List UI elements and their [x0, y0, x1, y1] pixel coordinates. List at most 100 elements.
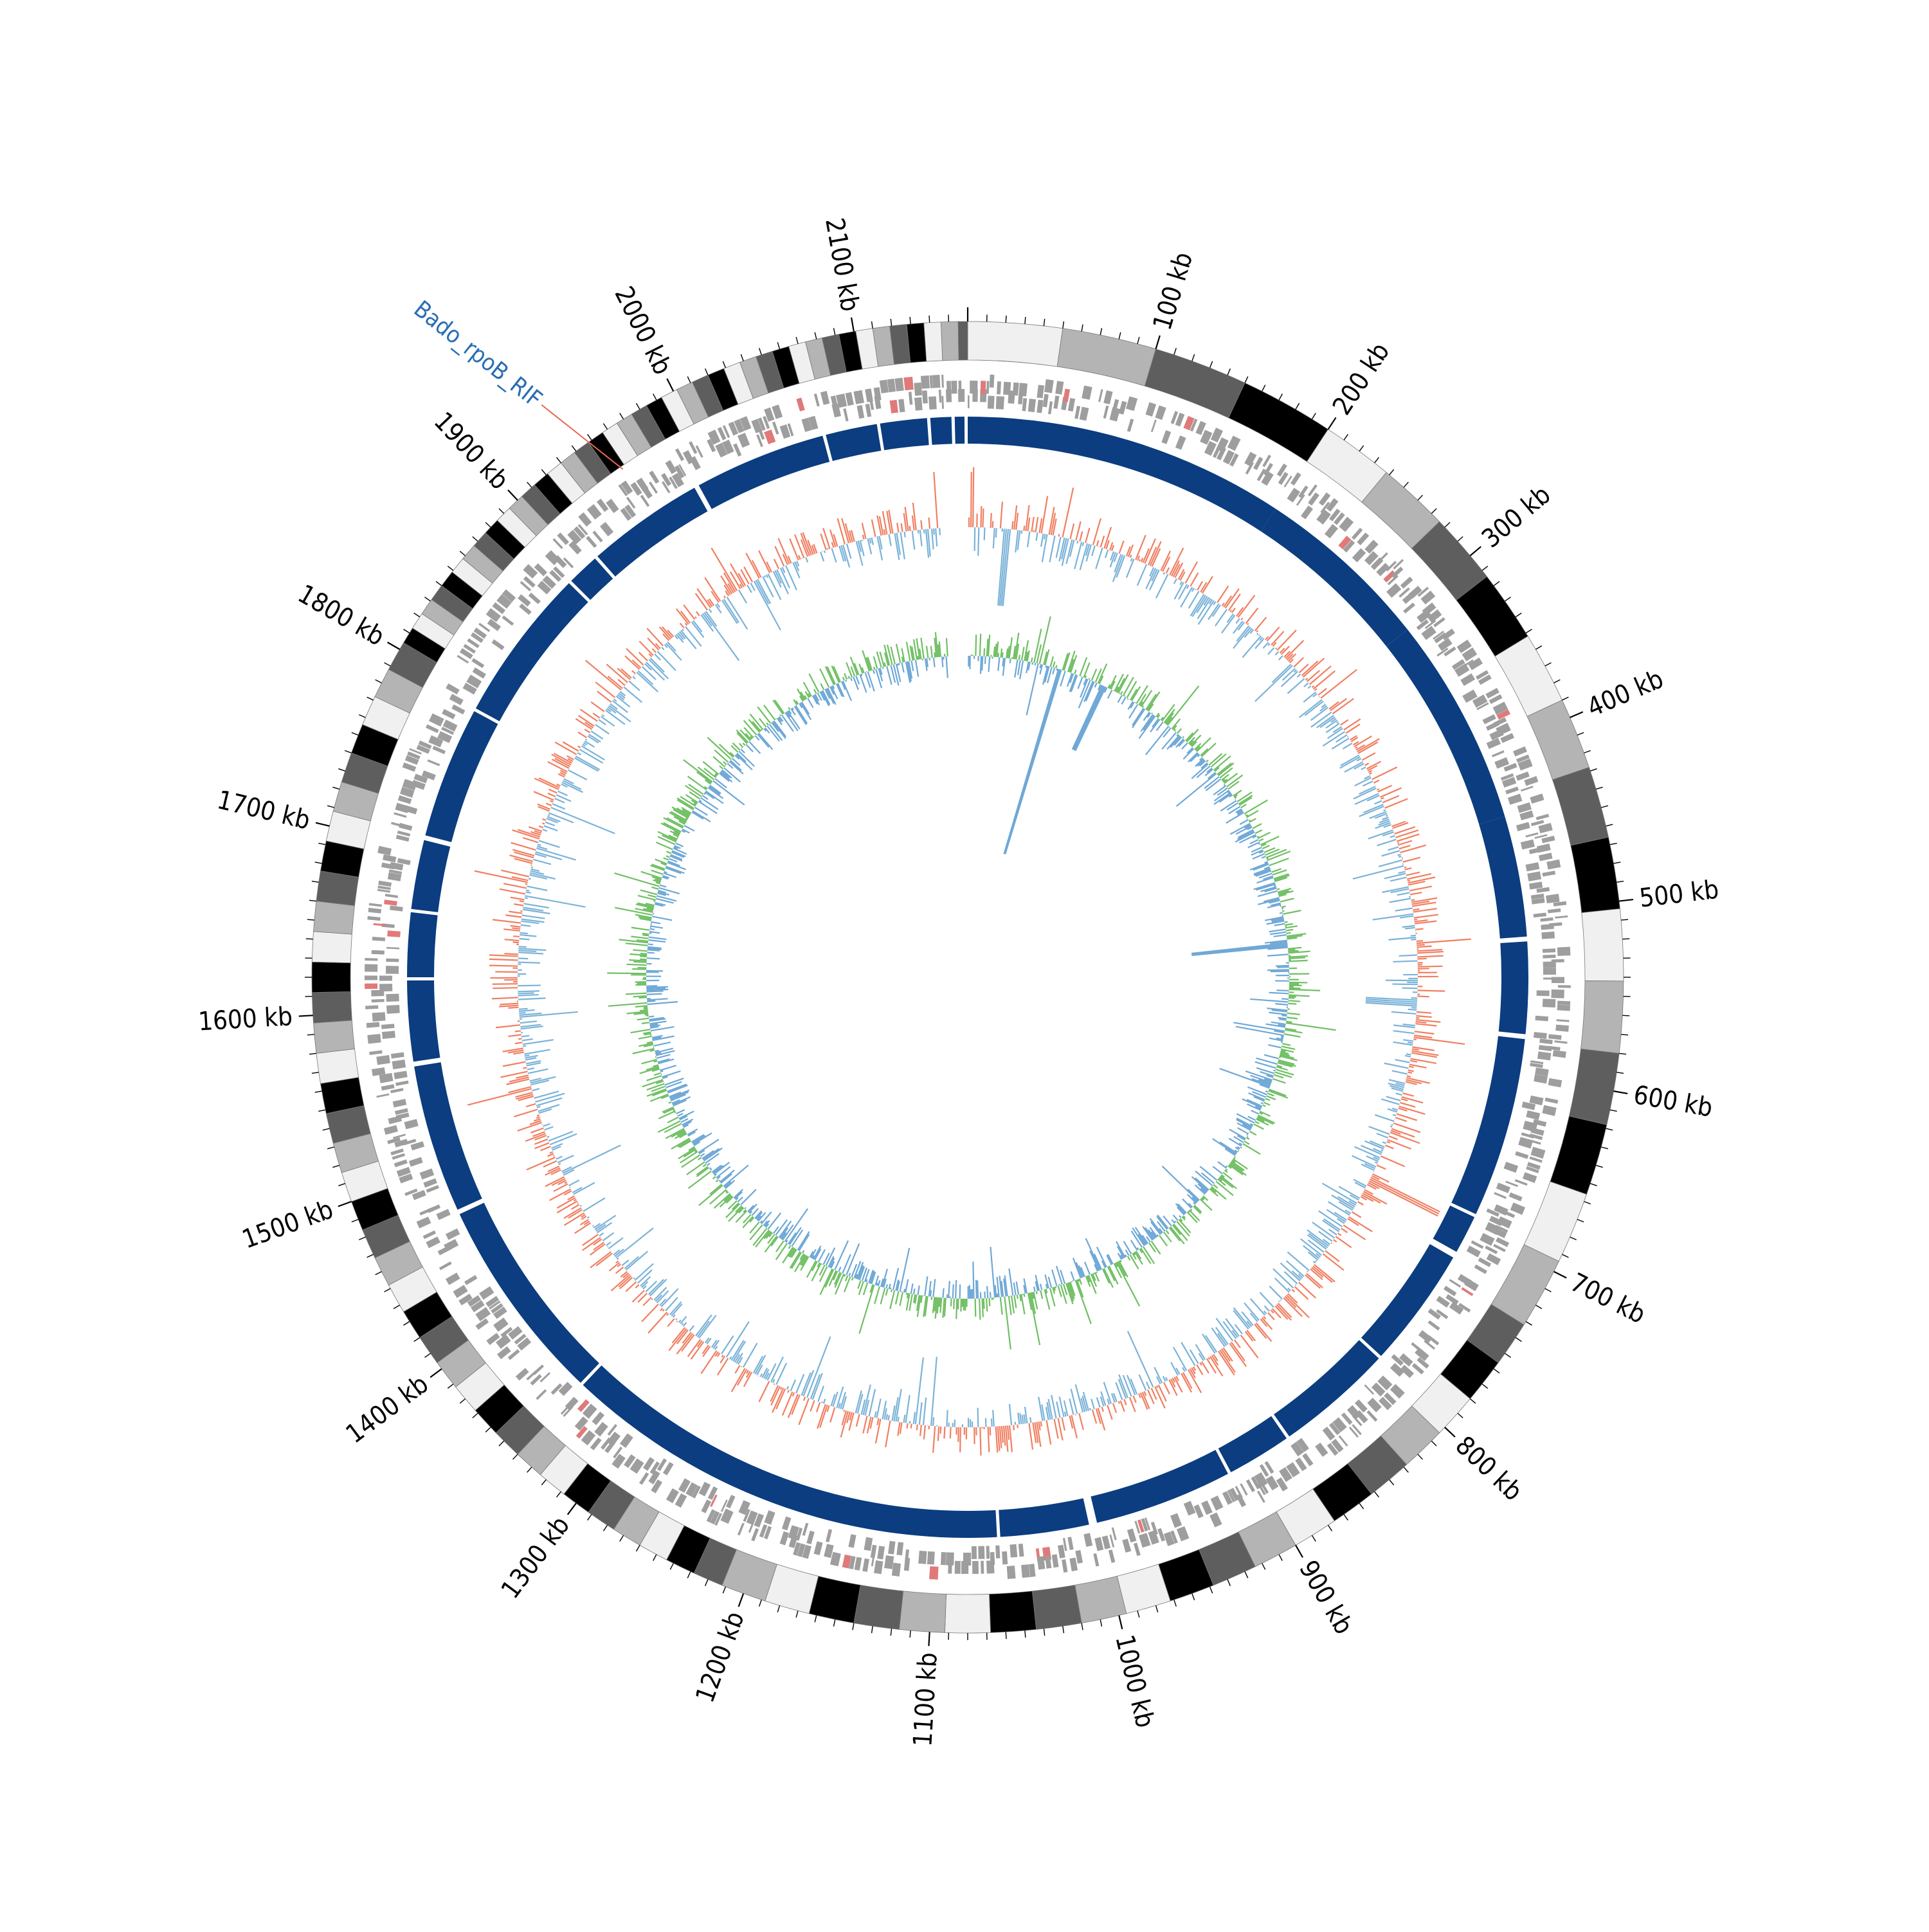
gc-skew-bar: [1090, 1408, 1091, 1410]
gene-block: [1058, 1545, 1065, 1558]
gc-skew-track: [467, 467, 1471, 1456]
gc-content-bar: [1282, 1043, 1291, 1045]
gc-content-bar: [1053, 662, 1055, 667]
gene-block: [751, 1528, 759, 1542]
gc-content-bar: [877, 1283, 878, 1285]
gene-block: [1548, 1078, 1562, 1087]
minor-tick: [741, 354, 743, 361]
gc-skew-bar: [609, 705, 631, 722]
gc-skew-bar: [539, 826, 543, 827]
minor-tick: [572, 446, 576, 451]
gene-block: [1558, 985, 1571, 988]
gc-skew-bar: [1097, 1397, 1100, 1407]
gene-block: [806, 1531, 815, 1544]
minor-tick: [318, 1110, 325, 1111]
gc-skew-bar: [1298, 674, 1301, 677]
minor-tick: [1359, 446, 1364, 451]
gc-skew-bar: [609, 1238, 623, 1249]
gc-skew-bar: [1418, 966, 1443, 967]
minor-tick: [1482, 566, 1488, 571]
gc-skew-bar: [661, 1288, 678, 1306]
gene-block: [540, 1372, 551, 1382]
gene-block: [826, 1529, 832, 1542]
gene-block: [683, 450, 694, 464]
gc-skew-bar: [555, 799, 565, 803]
gc-skew-bar: [732, 1368, 745, 1392]
gene-block: [1460, 673, 1475, 686]
gene-block: [814, 393, 820, 406]
gc-skew-bar: [522, 916, 545, 919]
gc-skew-bar: [1085, 528, 1089, 543]
gc-skew-bar: [978, 527, 979, 555]
minor-tick: [1262, 385, 1265, 392]
gene-block: [586, 536, 597, 548]
gc-content-bar: [757, 734, 769, 748]
gc-skew-bar: [1392, 1070, 1408, 1074]
gc-skew-bar: [1410, 892, 1422, 894]
gc-skew-bar: [804, 1397, 805, 1401]
gc-content-bar: [1257, 836, 1259, 837]
gc-content-bar: [1264, 1055, 1279, 1059]
gc-content-bar: [1286, 1023, 1336, 1030]
gc-skew-bar: [1059, 534, 1060, 537]
gc-content-bar: [633, 996, 647, 997]
gene-block: [377, 846, 392, 856]
gc-skew-bar: [1192, 588, 1194, 591]
gene-block: [1151, 420, 1157, 433]
gc-skew-bar: [1197, 581, 1202, 590]
gc-skew-bar: [1260, 1292, 1273, 1307]
gc-skew-bar: [1164, 1382, 1170, 1394]
contig-segment: [407, 980, 440, 1062]
gc-content-bar: [904, 1289, 905, 1292]
gene-block: [1546, 894, 1559, 903]
gene-block: [367, 1034, 381, 1043]
gene-block: [814, 1541, 823, 1555]
gene-block: [1494, 1192, 1507, 1199]
gc-content-bar: [677, 800, 693, 809]
gc-content-bar: [1053, 668, 1055, 674]
gc-skew-bar: [684, 1323, 687, 1326]
gene-block: [1170, 1513, 1182, 1528]
gc-content-bar: [647, 952, 654, 953]
gc-skew-bar: [556, 1157, 563, 1159]
gene-block: [1556, 1019, 1569, 1022]
gene-block: [981, 1561, 984, 1574]
minor-tick: [352, 732, 358, 735]
gene-block: [1127, 1528, 1137, 1542]
gc-skew-bar: [1399, 856, 1401, 857]
gc-content-bar: [693, 811, 711, 822]
gene-block: [395, 1081, 409, 1087]
minor-tick: [1375, 457, 1379, 463]
gc-content-bar: [846, 1276, 848, 1281]
gc-content-bar: [698, 1157, 702, 1159]
minor-tick: [318, 844, 325, 845]
gene-block: [1316, 509, 1331, 525]
gene-block: [892, 1563, 901, 1576]
gc-skew-bar: [1391, 1124, 1393, 1125]
tick-label: 1800 kb: [293, 579, 389, 652]
gc-skew-bar: [527, 1068, 534, 1069]
gene-block: [1082, 386, 1092, 400]
gene-block: [820, 391, 829, 405]
gc-skew-bar: [1299, 1282, 1316, 1297]
minor-tick: [1192, 354, 1195, 361]
gc-content-bar: [654, 1042, 671, 1046]
minor-tick: [723, 361, 725, 368]
gene-block: [1468, 658, 1483, 671]
gc-skew-bar: [662, 647, 664, 650]
gc-skew-bar: [551, 808, 615, 834]
gc-skew-bar: [515, 1042, 522, 1043]
gc-content-bar: [756, 736, 759, 741]
gc-content-bar: [631, 928, 649, 930]
gc-content-bar: [1279, 1057, 1280, 1058]
gc-skew-bar: [1047, 1420, 1051, 1445]
gc-content-bar: [987, 1286, 988, 1298]
gene-block: [439, 1261, 452, 1270]
gc-content-bar: [685, 818, 687, 820]
gc-content-bar: [990, 1292, 991, 1297]
gc-skew-bar: [1313, 1261, 1315, 1263]
gc-content-bar: [1244, 1141, 1249, 1144]
gene-block: [372, 937, 385, 941]
gc-content-bar: [934, 658, 935, 667]
gene-block: [961, 1561, 968, 1574]
